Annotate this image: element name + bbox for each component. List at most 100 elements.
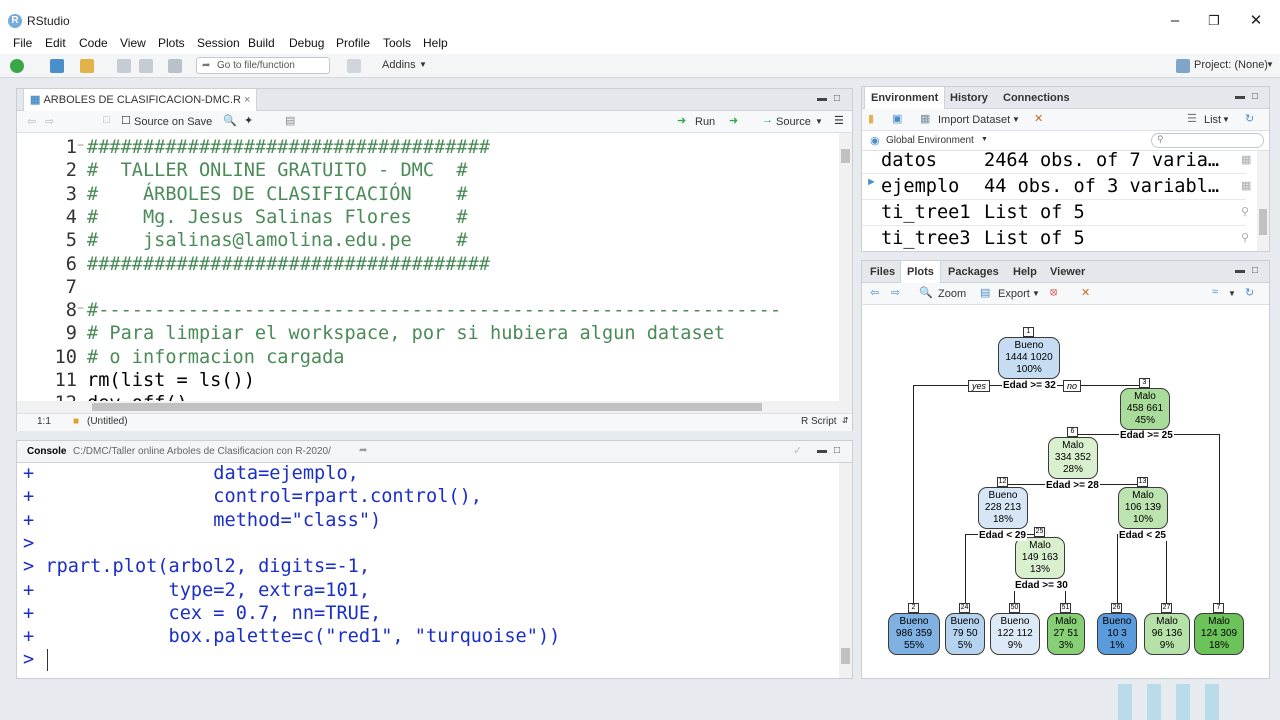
view-ti-tree1-icon[interactable]: ⚲: [1241, 206, 1250, 218]
menu-session[interactable]: Session: [197, 36, 240, 50]
zoom-button[interactable]: Zoom: [938, 288, 967, 300]
console-goto-icon[interactable]: ➦: [359, 445, 368, 456]
search-icon[interactable]: 🔍: [223, 115, 237, 127]
publish-icon[interactable]: ≈: [1212, 286, 1219, 298]
open-file-icon[interactable]: [80, 59, 94, 73]
console-title[interactable]: Console: [27, 446, 67, 457]
env-maximize-icon[interactable]: □: [1252, 91, 1259, 102]
editor-hscroll-thumb[interactable]: [92, 403, 762, 411]
source-button[interactable]: Source: [776, 116, 811, 128]
console-maximize-icon[interactable]: □: [834, 445, 841, 456]
list-view-chevron-icon[interactable]: ▼: [1222, 115, 1230, 124]
source-on-save-checkbox[interactable]: ☐: [121, 115, 131, 127]
editor-hscrollbar[interactable]: [17, 401, 852, 413]
scope-label[interactable]: (Untitled): [87, 416, 128, 427]
view-datos-icon[interactable]: ▦: [1241, 154, 1252, 166]
grid-layout-icon[interactable]: [347, 59, 361, 73]
remove-plot-icon[interactable]: ⦻: [1050, 286, 1058, 298]
editor-tab[interactable]: ▦ ARBOLES DE CLASIFICACION-DMC.R ×: [23, 89, 258, 112]
view-ejemplo-icon[interactable]: ▦: [1241, 180, 1252, 192]
console-vscroll-thumb[interactable]: [841, 648, 850, 664]
clear-console-icon[interactable]: ✓: [793, 445, 803, 457]
run-button[interactable]: Run: [695, 116, 716, 128]
addins-chevron-icon[interactable]: ▼: [419, 60, 427, 69]
print-icon[interactable]: [168, 59, 182, 73]
compile-report-icon[interactable]: ▤: [285, 115, 296, 127]
expand-ejemplo-icon[interactable]: ►: [866, 176, 877, 188]
file-type-label[interactable]: R Script: [801, 416, 837, 427]
code-area[interactable]: 1−####################################2#…: [17, 133, 839, 401]
menu-profile[interactable]: Profile: [336, 36, 371, 50]
code-tools-wand-icon[interactable]: ✦: [244, 115, 254, 127]
menu-tools[interactable]: Tools: [383, 36, 412, 50]
tab-packages[interactable]: Packages: [948, 266, 999, 278]
pane-minimize-icon[interactable]: ▬: [817, 93, 827, 104]
global-env-chevron-icon[interactable]: ▼: [981, 136, 988, 143]
plots-maximize-icon[interactable]: □: [1252, 265, 1259, 276]
file-type-chevron-icon[interactable]: ⇵: [842, 416, 849, 425]
tab-close-icon[interactable]: ×: [243, 94, 251, 106]
tab-environment[interactable]: Environment: [864, 87, 946, 110]
import-chevron-icon[interactable]: ▼: [1012, 115, 1020, 124]
global-env-menu[interactable]: Global Environment: [886, 135, 974, 146]
load-workspace-icon[interactable]: ▮: [868, 113, 875, 125]
tab-files[interactable]: Files: [870, 266, 896, 278]
refresh-plot-icon[interactable]: ↻: [1245, 287, 1255, 299]
publish-chevron-icon[interactable]: ▼: [1228, 289, 1236, 298]
tab-plots[interactable]: Plots: [900, 261, 941, 284]
save-file-icon[interactable]: □: [103, 114, 110, 126]
source-chevron-icon[interactable]: ▼: [815, 117, 823, 126]
rerun-icon[interactable]: ➜: [729, 115, 739, 127]
menu-debug[interactable]: Debug: [289, 36, 325, 50]
new-file-icon[interactable]: [10, 59, 24, 73]
console-vscrollbar[interactable]: [839, 463, 852, 678]
menu-edit[interactable]: Edit: [45, 36, 66, 50]
prev-plot-icon[interactable]: ⇦: [870, 287, 880, 299]
pane-maximize-icon[interactable]: □: [834, 93, 841, 104]
clear-plots-broom-icon[interactable]: ✕: [1081, 287, 1091, 299]
plots-minimize-icon[interactable]: ▬: [1235, 265, 1245, 276]
new-project-icon[interactable]: [50, 59, 64, 73]
env-vscroll-thumb[interactable]: [1259, 209, 1267, 235]
goto-file-input[interactable]: ➦ Go to file/function: [196, 57, 330, 74]
env-search-input[interactable]: ⚲: [1151, 133, 1264, 148]
tab-history[interactable]: History: [950, 92, 988, 104]
restore-icon[interactable]: ❐: [1208, 13, 1220, 28]
minimize-icon[interactable]: –: [1170, 12, 1180, 29]
menu-plots[interactable]: Plots: [158, 36, 185, 50]
console-minimize-icon[interactable]: ▬: [817, 445, 827, 456]
menu-file[interactable]: File: [13, 36, 33, 50]
tab-help[interactable]: Help: [1013, 266, 1037, 278]
tab-connections[interactable]: Connections: [1003, 92, 1070, 104]
save-icon[interactable]: [117, 59, 131, 73]
menu-code[interactable]: Code: [79, 36, 108, 50]
refresh-env-icon[interactable]: ↻: [1245, 113, 1255, 125]
editor-vscrollbar[interactable]: [839, 133, 852, 401]
menu-view[interactable]: View: [120, 36, 146, 50]
env-vscrollbar[interactable]: [1257, 151, 1269, 251]
project-menu[interactable]: Project: (None): [1194, 59, 1268, 71]
menu-build[interactable]: Build: [248, 36, 275, 50]
env-minimize-icon[interactable]: ▬: [1235, 91, 1245, 102]
fold-toggle-icon[interactable]: −: [77, 138, 85, 152]
project-chevron-icon[interactable]: ▼: [1266, 60, 1274, 69]
next-plot-icon[interactable]: ⇨: [891, 287, 901, 299]
view-ti-tree3-icon[interactable]: ⚲: [1241, 232, 1250, 244]
save-workspace-icon[interactable]: ▣: [892, 113, 903, 125]
menu-help[interactable]: Help: [423, 36, 448, 50]
forward-arrow-icon[interactable]: ⇨: [45, 116, 55, 128]
import-dataset-button[interactable]: Import Dataset: [938, 114, 1011, 126]
export-chevron-icon[interactable]: ▼: [1032, 289, 1040, 298]
outline-icon[interactable]: ☰: [834, 115, 844, 127]
tab-viewer[interactable]: Viewer: [1050, 266, 1086, 278]
back-arrow-icon[interactable]: ⇦: [27, 116, 37, 128]
list-view-menu[interactable]: List: [1204, 114, 1222, 126]
editor-vscroll-thumb[interactable]: [841, 149, 850, 163]
export-button[interactable]: Export: [998, 288, 1030, 300]
addins-button[interactable]: Addins: [382, 59, 416, 71]
fold-toggle-icon[interactable]: −: [77, 301, 85, 316]
